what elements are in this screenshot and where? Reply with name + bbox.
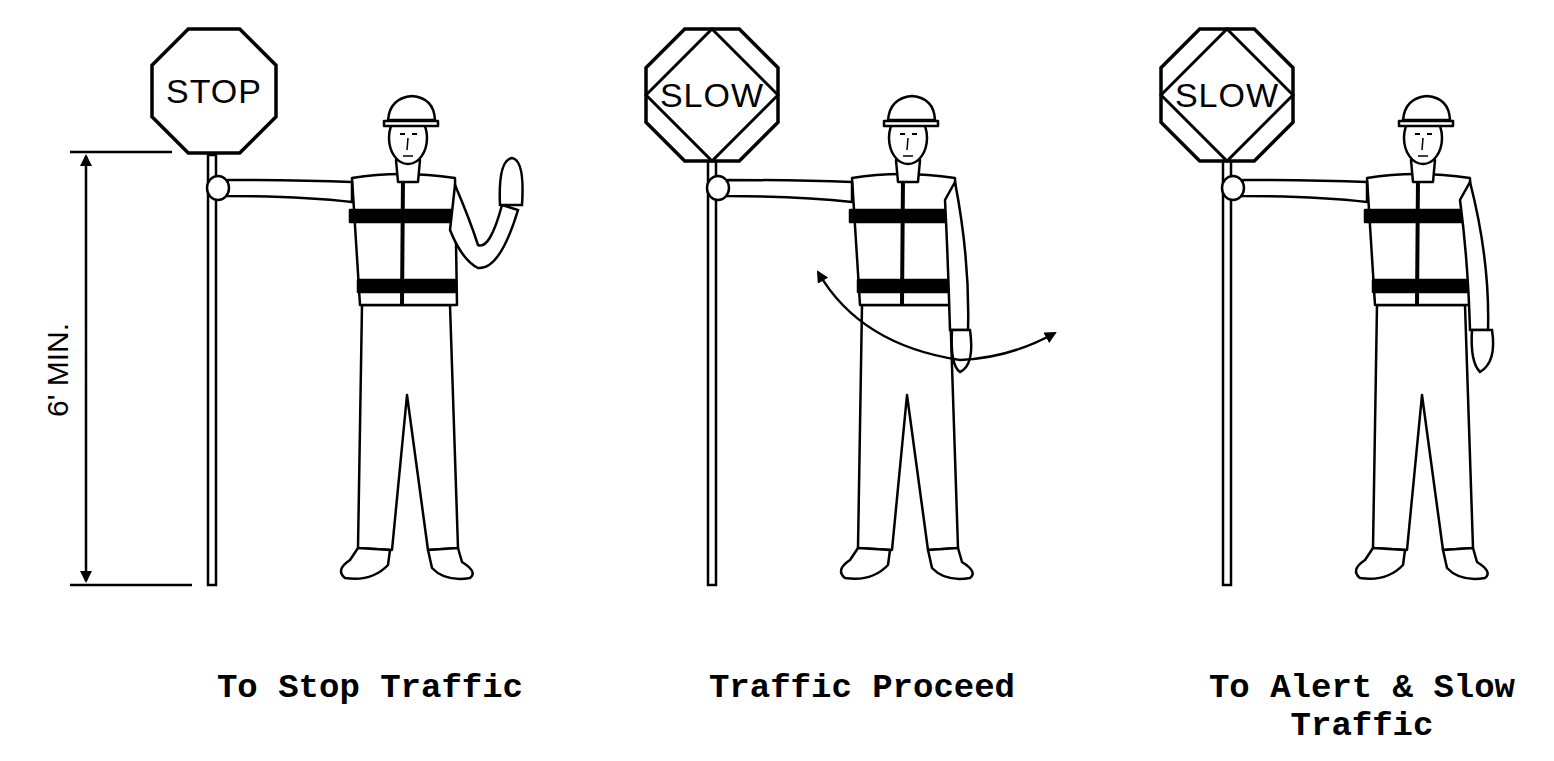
flagger-figure — [707, 96, 1055, 579]
caption-text: Traffic Proceed — [682, 669, 1042, 707]
caption-text: To Alert & Slow Traffic — [1192, 669, 1532, 745]
flagger-figure — [207, 96, 523, 579]
sign-text: SLOW — [1159, 27, 1295, 163]
caption-text: To Stop Traffic — [190, 669, 550, 707]
dimension-line — [70, 152, 192, 585]
octagon-sign: SLOW — [644, 27, 780, 163]
flagger-figure — [1222, 96, 1493, 579]
octagon-sign: STOP — [150, 27, 278, 155]
sign-text: SLOW — [644, 27, 780, 163]
octagon-sign: SLOW — [1159, 27, 1295, 163]
dimension-label: 6' MIN. — [38, 270, 78, 470]
sign-text: STOP — [150, 27, 278, 155]
swing-arrow — [818, 272, 1055, 360]
